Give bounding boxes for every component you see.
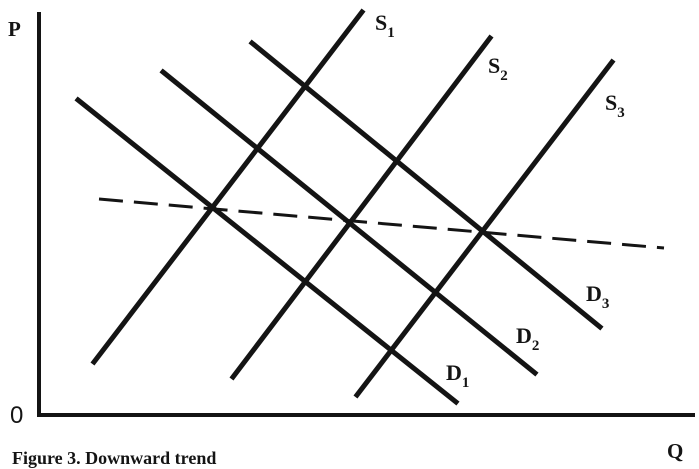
demand-curve-3 (248, 39, 604, 331)
supply-label-3: S3 (605, 90, 625, 121)
demand-label-3: D3 (586, 281, 609, 312)
supply-curve-3 (353, 58, 616, 399)
supply-curve-2 (229, 34, 494, 381)
supply-curve-1 (90, 8, 366, 366)
origin-label: 0 (10, 402, 23, 429)
figure-caption: Figure 3. Downward trend (12, 448, 217, 468)
demand-label-2: D2 (516, 323, 539, 354)
demand-curve-2 (159, 68, 539, 377)
demand-curve-1 (74, 96, 460, 406)
trend-line (98, 197, 665, 250)
x-axis-label: Q (667, 439, 683, 463)
supply-label-2: S2 (488, 53, 508, 84)
demand-label-1: D1 (446, 360, 469, 391)
supply-label-1: S1 (375, 10, 395, 41)
y-axis-label: P (8, 17, 21, 41)
